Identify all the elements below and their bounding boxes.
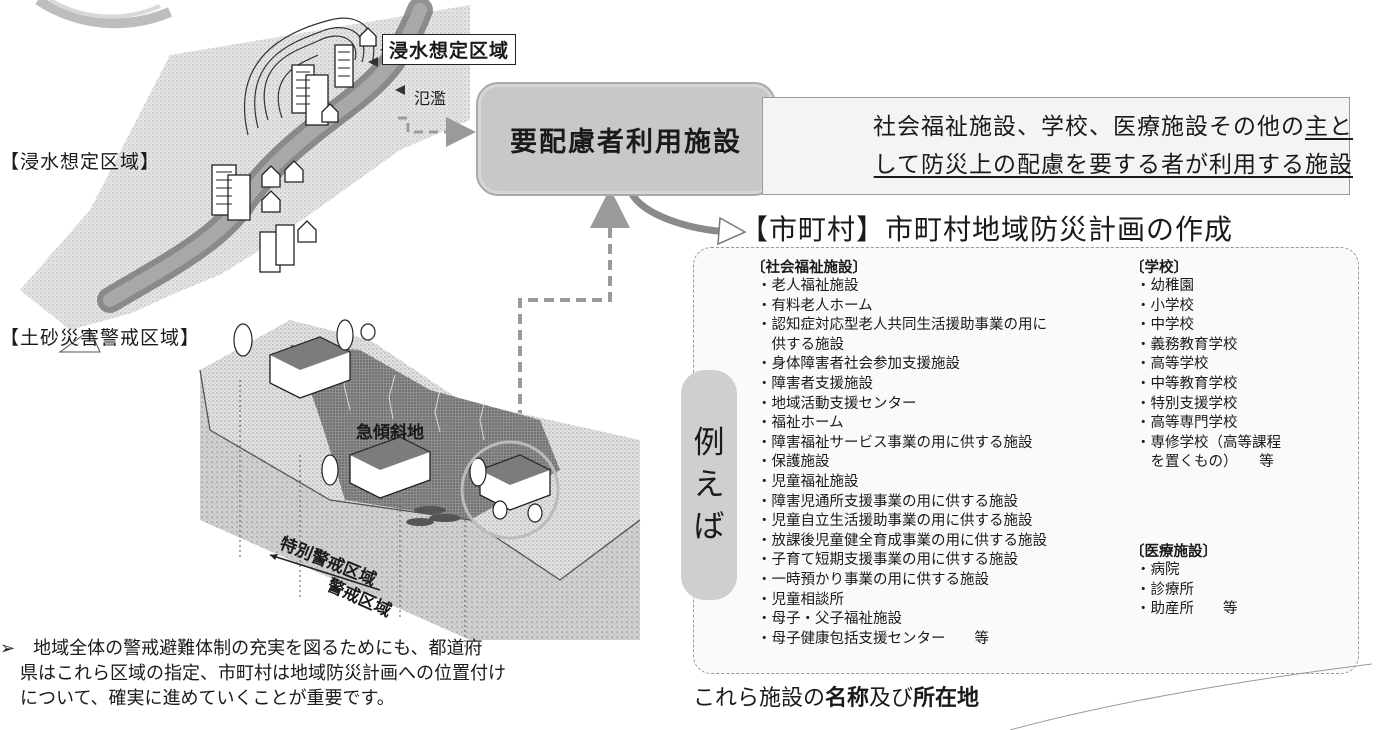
- list-item: ・児童福祉施設: [757, 473, 859, 490]
- list-item: 供する施設: [757, 336, 844, 353]
- landslide-block: [199, 319, 641, 650]
- list-item: ・地域活動支援センター: [757, 395, 917, 412]
- welfare-column: 〔社会福祉施設〕 ・老人福祉施設 ・有料老人ホーム ・認知症対応型老人共同生活援…: [751, 256, 1047, 649]
- flood-area-box: 浸水想定区域: [382, 34, 517, 65]
- note-line-2: 県はこれら区域の指定、市町村は地域防災計画への位置付け: [20, 663, 506, 684]
- list-item: ・母子・父子福祉施設: [757, 611, 902, 628]
- badge-char: え: [693, 467, 725, 503]
- medical-list: ・病院 ・診療所 ・助産所 等: [1136, 561, 1238, 620]
- flood-landscape: [20, 0, 470, 353]
- note-line-1: ➢ 地域全体の警戒避難体制の充実を図るためにも、都道府: [0, 638, 483, 659]
- badge-char: 例: [693, 425, 725, 461]
- examples-box: [693, 247, 1359, 674]
- list-item: ・子育て短期支援事業の用に供する施設: [757, 552, 1018, 569]
- name-emphasis: 名称: [825, 685, 870, 711]
- list-item: ・放課後児童健全育成事業の用に供する施設: [757, 532, 1047, 549]
- badge-char: ば: [693, 509, 725, 545]
- list-item: ・保護施設: [757, 454, 830, 471]
- list-item: ・児童相談所: [757, 591, 844, 608]
- list-item: ・身体障害者社会参加支援施設: [757, 356, 960, 373]
- list-item: ・病院: [1136, 562, 1180, 578]
- location-emphasis: 所在地: [913, 685, 980, 711]
- list-item: ・母子健康包括支援センター 等: [757, 630, 989, 647]
- school-heading: 〔学校〕: [1130, 260, 1188, 276]
- welfare-heading: 〔社会福祉施設〕: [751, 260, 867, 276]
- medical-heading: 〔医療施設〕: [1130, 544, 1217, 560]
- definition-box: [762, 97, 1350, 195]
- overflow-label: 氾濫: [414, 89, 447, 108]
- plan-arrow: [626, 188, 731, 236]
- target-line: これら施設の名称及び所在地: [693, 685, 980, 711]
- list-item: ・高等学校: [1136, 356, 1209, 373]
- note-line-3: について、確実に進めていくことが重要です。: [20, 688, 395, 709]
- bottom-note: ➢ 地域全体の警戒避難体制の充実を図るためにも、都道府 県はこれら区域の指定、市…: [0, 636, 660, 711]
- list-item: ・福祉ホーム: [757, 415, 844, 432]
- bullet-icon: ➢: [0, 638, 16, 659]
- definition-line-2: して防災上の配慮を要する者が利用する施設: [873, 152, 1353, 178]
- list-item: を置くもの） 等: [1136, 454, 1274, 471]
- definition-line-1: 社会福祉施設、学校、医療施設その他の主と: [873, 114, 1353, 140]
- list-item: ・助産所 等: [1136, 601, 1238, 618]
- central-facility-box: 要配慮者利用施設: [476, 82, 776, 196]
- list-item: ・診療所: [1136, 581, 1194, 598]
- flood-connector: [398, 116, 476, 147]
- steep-slope-label: 急傾斜地: [356, 423, 424, 443]
- list-item: ・中学校: [1136, 317, 1194, 334]
- list-item: ・障害者支援施設: [757, 375, 873, 392]
- list-item: ・障害児通所支援事業の用に供する施設: [757, 493, 1018, 510]
- landslide-section-label: 【土砂災害警戒区域】: [0, 327, 201, 349]
- emblem-corner: [35, 0, 172, 29]
- list-item: ・専修学校（高等課程: [1136, 434, 1281, 451]
- list-item: ・一時預かり事業の用に供する施設: [757, 571, 989, 588]
- medical-column: 〔医療施設〕 ・病院 ・診療所 ・助産所 等: [1130, 540, 1238, 620]
- list-item: ・特別支援学校: [1136, 395, 1238, 412]
- landslide-connector: [518, 188, 630, 420]
- list-item: ・幼稚園: [1136, 278, 1194, 294]
- decor-sweep: [1009, 663, 1373, 730]
- welfare-list: ・老人福祉施設 ・有料老人ホーム ・認知症対応型老人共同生活援助事業の用に 供す…: [757, 277, 1047, 649]
- examples-badge: 例 え ば: [681, 370, 737, 600]
- list-item: ・義務教育学校: [1136, 336, 1238, 353]
- plan-title: 【市町村】市町村地域防災計画の作成: [740, 213, 1234, 246]
- list-item: ・有料老人ホーム: [757, 297, 873, 314]
- school-list: ・幼稚園 ・小学校 ・中学校 ・義務教育学校 ・高等学校 ・中等教育学校 ・特別…: [1136, 277, 1281, 473]
- list-item: ・高等専門学校: [1136, 415, 1238, 432]
- list-item: ・老人福祉施設: [757, 278, 859, 294]
- school-column: 〔学校〕 ・幼稚園 ・小学校 ・中学校 ・義務教育学校 ・高等学校 ・中等教育学…: [1130, 256, 1281, 473]
- list-item: ・小学校: [1136, 297, 1194, 314]
- list-item: ・認知症対応型老人共同生活援助事業の用に: [757, 317, 1047, 334]
- flood-section-label: 【浸水想定区域】: [0, 151, 161, 173]
- list-item: ・中等教育学校: [1136, 375, 1238, 392]
- list-item: ・児童自立生活援助事業の用に供する施設: [757, 513, 1033, 530]
- list-item: ・障害福祉サービス事業の用に供する施設: [757, 434, 1033, 451]
